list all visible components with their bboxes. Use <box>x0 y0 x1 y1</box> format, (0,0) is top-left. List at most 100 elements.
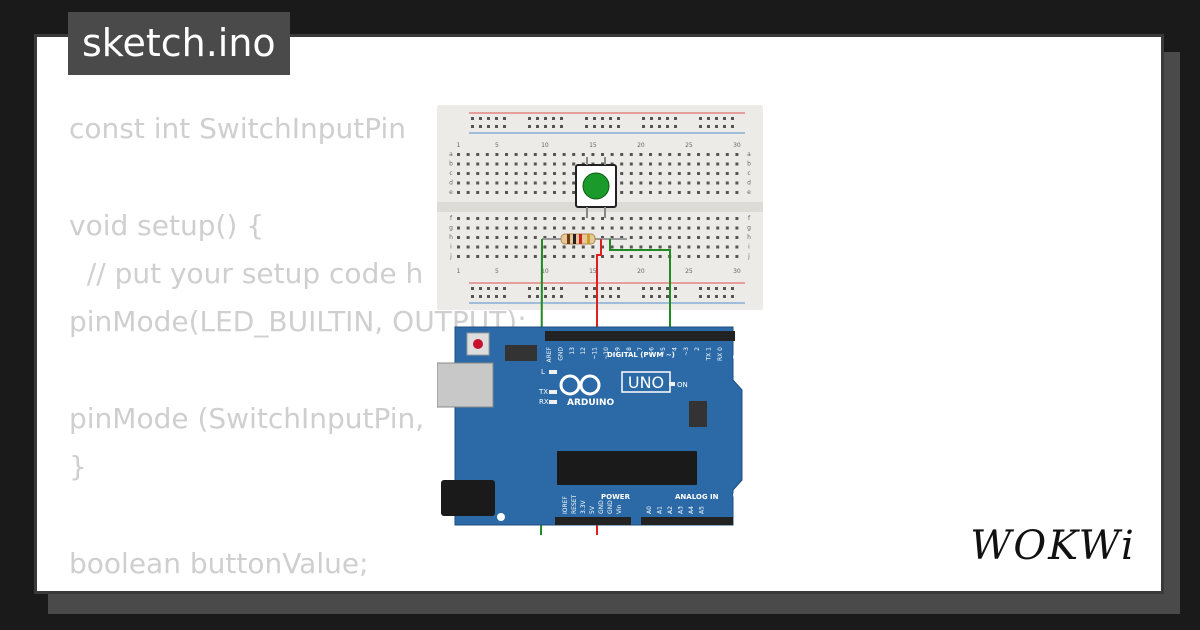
breadboard-hole <box>457 172 460 175</box>
breadboard-hole <box>457 217 460 220</box>
breadboard-hole <box>476 226 480 230</box>
breadboard-hole <box>572 191 576 194</box>
rail-hole <box>503 295 506 298</box>
breadboard-hole <box>706 226 710 230</box>
breadboard-hole <box>495 245 499 249</box>
breadboard-hole <box>562 172 566 175</box>
breadboard-hole <box>601 153 604 156</box>
label: g <box>747 225 751 232</box>
rail-hole <box>601 117 604 120</box>
rail-hole <box>666 125 669 128</box>
rail-hole <box>707 295 710 298</box>
breadboard-hole <box>495 172 499 175</box>
rail-hole <box>617 125 620 128</box>
breadboard-hole <box>524 181 528 185</box>
breadboard-hole <box>735 217 739 220</box>
breadboard-hole <box>514 255 518 258</box>
breadboard-hole <box>639 162 643 166</box>
breadboard-hole <box>562 217 566 220</box>
label: AREF <box>546 346 553 362</box>
label: a <box>747 151 751 158</box>
breadboard-hole <box>735 191 739 194</box>
label: 5 <box>495 268 499 275</box>
label: ~3 <box>683 347 690 356</box>
breadboard-hole <box>697 236 700 239</box>
breadboard-hole <box>658 162 662 166</box>
label: 30 <box>733 142 741 149</box>
breadboard-hole <box>649 226 652 230</box>
breadboard-hole <box>629 181 633 185</box>
breadboard-hole <box>485 153 489 156</box>
pushbutton-cap[interactable] <box>582 172 610 200</box>
label: h <box>449 234 453 241</box>
label: 15 <box>589 142 597 149</box>
breadboard-hole <box>601 236 604 239</box>
rail-hole <box>731 295 734 298</box>
l-led <box>549 370 557 374</box>
breadboard-hole <box>697 245 700 249</box>
rail-hole <box>495 287 498 290</box>
breadboard-hole <box>668 162 672 166</box>
breadboard-hole <box>572 181 576 185</box>
breadboard-hole <box>495 217 499 220</box>
label: 3.3V <box>580 499 587 514</box>
breadboard-hole <box>485 181 489 185</box>
breadboard-hole <box>735 162 739 166</box>
label: GND <box>607 500 614 514</box>
arduino-uno-board[interactable]: UNO ARDUINO DIGITAL (PWM ~) ON L TX RX P… <box>437 326 743 526</box>
breadboard-hole <box>706 181 710 185</box>
breadboard-hole <box>505 226 508 230</box>
breadboard-hole <box>620 236 624 239</box>
mounting-hole <box>733 353 741 361</box>
rail-hole <box>699 295 702 298</box>
on-led <box>669 382 675 386</box>
breadboard-hole <box>524 255 528 258</box>
wokwi-logo: WOKWi <box>963 519 1143 575</box>
breadboard-hole <box>572 226 576 230</box>
breadboard-hole <box>716 172 720 175</box>
pushbutton[interactable] <box>575 157 617 218</box>
rail-hole <box>674 125 677 128</box>
breadboard-hole <box>601 217 604 220</box>
breadboard-hole <box>466 181 470 185</box>
breadboard-hole <box>514 172 518 175</box>
rail-hole <box>674 117 677 120</box>
label: 20 <box>637 142 645 149</box>
label: 10 <box>541 268 549 275</box>
breadboard-hole <box>591 245 595 249</box>
breadboard-hole <box>725 172 729 175</box>
rail-hole <box>552 125 555 128</box>
power-jack <box>441 480 495 516</box>
rail-hole <box>617 295 620 298</box>
breadboard-hole <box>457 255 460 258</box>
breadboard-hole <box>543 217 547 220</box>
l-led-label: L <box>541 368 545 376</box>
label: g <box>449 225 453 232</box>
label: i <box>450 244 452 251</box>
breadboard-hole <box>620 172 624 175</box>
breadboard-hole <box>677 172 681 175</box>
resistor-band <box>579 234 582 244</box>
breadboard-hole <box>725 226 729 230</box>
rail-hole <box>723 125 726 128</box>
breadboard-hole <box>629 162 633 166</box>
breadboard-hole <box>620 245 624 249</box>
wokwi-logo-text: WOKWi <box>970 523 1136 569</box>
rail-hole <box>617 117 620 120</box>
resistor[interactable] <box>542 233 627 245</box>
rail-hole <box>715 287 718 290</box>
uno-label: UNO <box>628 373 664 392</box>
rail-hole <box>609 117 612 120</box>
breadboard-hole <box>649 236 652 239</box>
rail-hole <box>544 125 547 128</box>
breadboard-hole <box>495 153 499 156</box>
reset-button[interactable] <box>473 339 483 349</box>
label: 5V <box>589 505 596 514</box>
breadboard-hole <box>629 245 633 249</box>
rail-hole <box>552 117 555 120</box>
breadboard-hole <box>457 181 460 185</box>
label: 5 <box>495 142 499 149</box>
label: 30 <box>733 268 741 275</box>
rail-hole <box>503 117 506 120</box>
breadboard-hole <box>706 191 710 194</box>
